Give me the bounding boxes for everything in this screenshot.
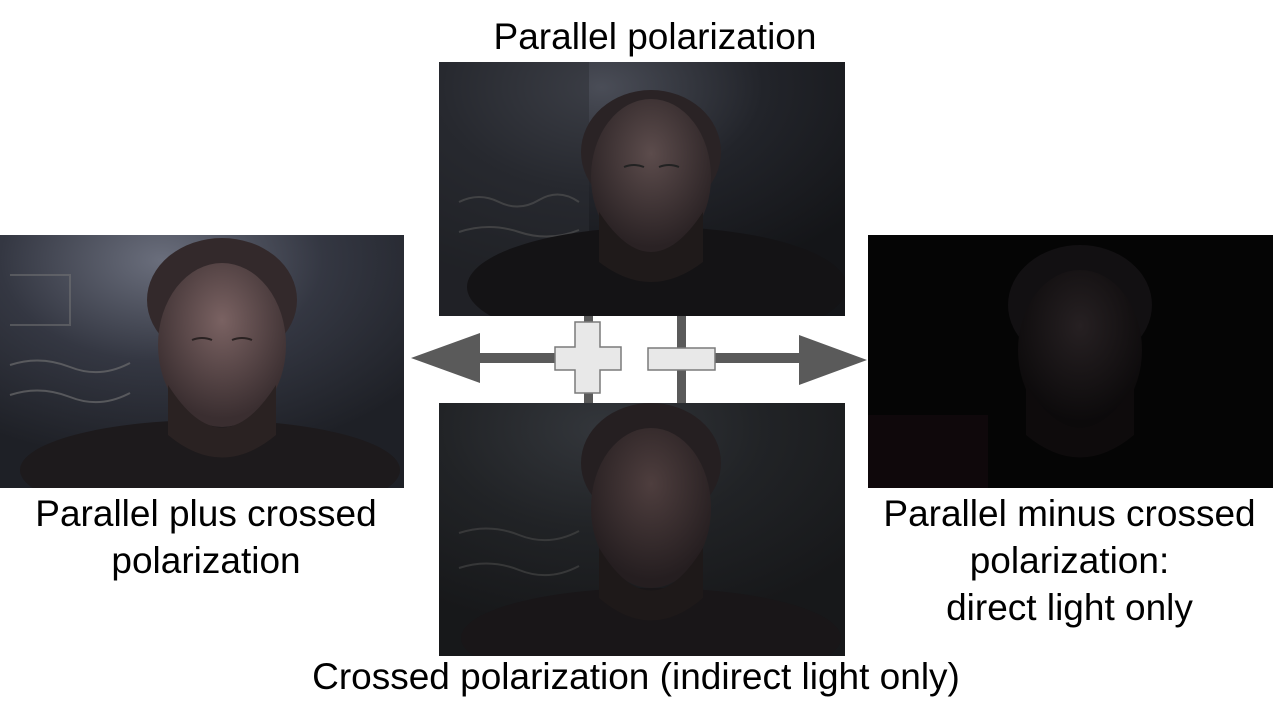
label-bottom-text: Crossed polarization (indirect light onl… <box>312 656 960 697</box>
label-parallel-polarization: Parallel polarization <box>440 13 870 60</box>
label-right-line1: Parallel minus crossed <box>883 493 1256 534</box>
label-parallel-plus-crossed: Parallel plus crossed polarization <box>0 490 412 584</box>
label-parallel-minus-crossed: Parallel minus crossed polarization: dir… <box>866 490 1273 631</box>
arrow-left-shaft <box>476 353 586 363</box>
photo-parallel-minus-crossed <box>868 235 1273 488</box>
plus-sign-icon <box>554 321 622 394</box>
label-left-line1: Parallel plus crossed <box>35 493 377 534</box>
label-crossed-polarization: Crossed polarization (indirect light onl… <box>286 653 986 700</box>
arrow-left-head <box>411 333 480 383</box>
label-right-line2: polarization: <box>969 540 1170 581</box>
photo-parallel-polarization <box>439 62 845 316</box>
photo-crossed-polarization <box>439 403 845 656</box>
photo-parallel-plus-crossed <box>0 235 404 488</box>
label-left-line2: polarization <box>111 540 301 581</box>
label-parallel-text: Parallel polarization <box>493 16 817 57</box>
arrow-right-shaft <box>684 353 804 363</box>
minus-sign-icon <box>647 347 716 371</box>
arrow-right-head <box>799 335 867 385</box>
label-right-line3: direct light only <box>946 587 1193 628</box>
